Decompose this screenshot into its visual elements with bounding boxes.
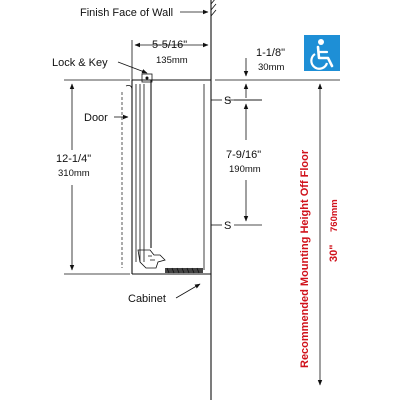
screw-spacing-mm: 190mm <box>229 164 261 175</box>
mount-mm: 760mm <box>329 199 340 232</box>
screw-top-label: S <box>224 95 231 107</box>
height-in: 12-1/4" <box>56 153 91 165</box>
mounting-height-label: Recommended Mounting Height Off Floor <box>299 149 311 368</box>
depth-in: 5-5/16" <box>152 39 187 51</box>
door-label: Door <box>84 112 108 124</box>
screw-lines <box>211 99 262 226</box>
mounting-height-values: 30" 760mm <box>328 199 340 262</box>
mount-in: 30" <box>328 245 340 262</box>
height-dimension <box>64 79 130 275</box>
screw-spacing-in: 7-9/16" <box>226 149 261 161</box>
cabinet-body <box>121 79 211 275</box>
tissue-cutter <box>137 249 203 274</box>
clearance-mm: 30mm <box>258 62 284 73</box>
lock-key-label: Lock & Key <box>52 57 108 69</box>
height-mm: 310mm <box>58 168 90 179</box>
wall-finish-face <box>210 0 217 400</box>
lock-icon <box>141 73 153 83</box>
clearance-in: 1-1/8" <box>256 47 285 59</box>
lock-key-leader <box>117 61 148 74</box>
finish-face-label: Finish Face of Wall <box>80 7 173 19</box>
depth-mm: 135mm <box>156 55 188 66</box>
cabinet-leader <box>175 283 201 299</box>
depth-dimension <box>131 40 209 80</box>
screw-bottom-label: S <box>224 220 231 232</box>
wheelchair-icon <box>304 35 340 71</box>
cabinet-label: Cabinet <box>128 293 166 305</box>
